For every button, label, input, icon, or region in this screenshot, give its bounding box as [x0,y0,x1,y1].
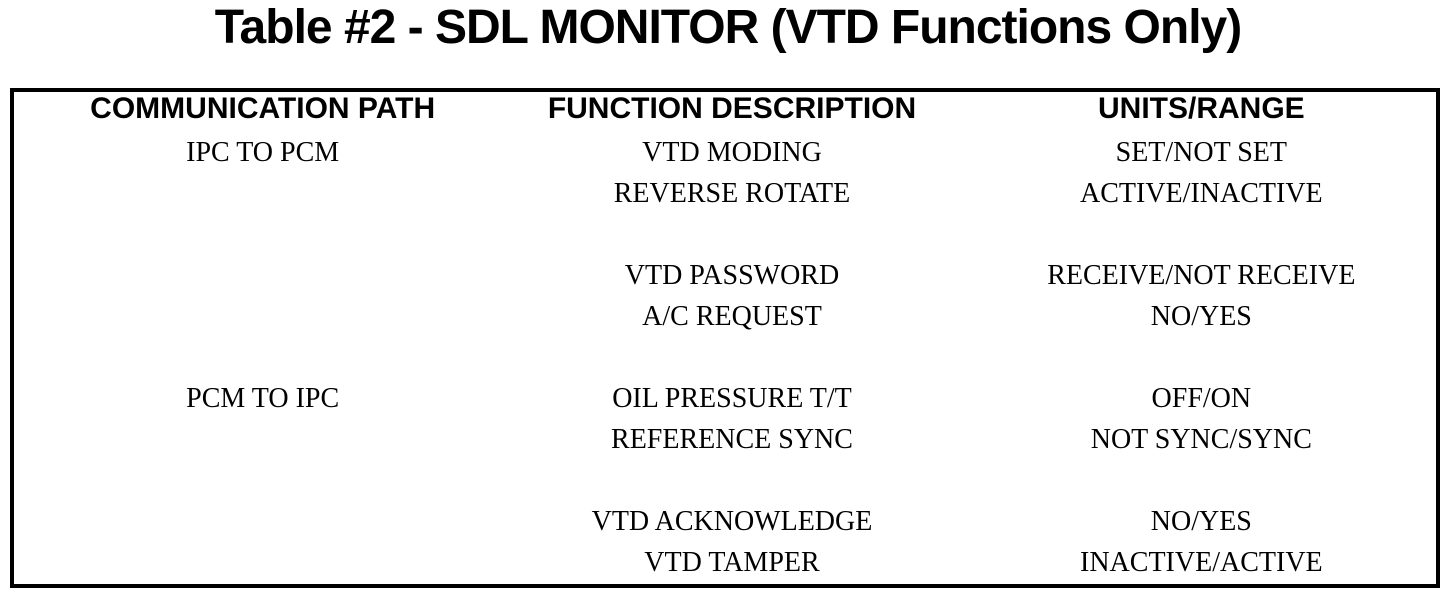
table-row: REVERSE ROTATE ACTIVE/INACTIVE [14,173,1436,214]
cell-communication-path: PCM TO IPC [186,383,340,414]
cell-units-range: OFF/ON [1151,383,1252,414]
cell-function-description: OIL PRESSURE T/T [612,383,852,414]
table-row: IPC TO PCM VTD MODING SET/NOT SET [14,132,1436,173]
table-title: Table #2 - SDL MONITOR (VTD Functions On… [214,1,1242,54]
cell-communication-path [28,542,497,583]
cell-communication-path [28,419,497,460]
cell-units-range: INACTIVE/ACTIVE [1080,547,1323,578]
table-row: A/C REQUEST NO/YES [14,296,1436,337]
cell-units-range: NOT SYNC/SYNC [1090,424,1312,455]
cell-communication-path [28,255,497,296]
cell-communication-path: IPC TO PCM [186,137,340,168]
row-group-ipc-to-pcm-1: IPC TO PCM VTD MODING SET/NOT SET REVERS… [14,132,1436,214]
table-row: REFERENCE SYNC NOT SYNC/SYNC [14,419,1436,460]
table-row: VTD PASSWORD RECEIVE/NOT RECEIVE [14,255,1436,296]
table-row: VTD TAMPER INACTIVE/ACTIVE [14,542,1436,583]
cell-units-range: NO/YES [1150,301,1252,332]
cell-function-description: REFERENCE SYNC [611,424,853,455]
cell-function-description: REVERSE ROTATE [613,178,851,209]
cell-function-description: VTD PASSWORD [624,260,840,291]
cell-function-description: VTD TAMPER [644,547,820,578]
row-group-ipc-to-pcm-2: VTD PASSWORD RECEIVE/NOT RECEIVE A/C REQ… [14,255,1436,337]
cell-function-description: VTD ACKNOWLEDGE [591,506,873,537]
table-header-row: COMMUNICATION PATH FUNCTION DESCRIPTION … [14,94,1436,124]
header-units-range: UNITS/RANGE [1097,94,1305,124]
sdl-monitor-table: COMMUNICATION PATH FUNCTION DESCRIPTION … [10,88,1440,588]
cell-communication-path [28,173,497,214]
table-row: PCM TO IPC OIL PRESSURE T/T OFF/ON [14,378,1436,419]
table-body: IPC TO PCM VTD MODING SET/NOT SET REVERS… [14,132,1436,583]
cell-units-range: NO/YES [1150,506,1252,537]
cell-communication-path [28,501,497,542]
cell-communication-path [28,296,497,337]
row-group-pcm-to-ipc-2: VTD ACKNOWLEDGE NO/YES VTD TAMPER INACTI… [14,501,1436,583]
row-group-pcm-to-ipc-1: PCM TO IPC OIL PRESSURE T/T OFF/ON REFER… [14,378,1436,460]
cell-units-range: ACTIVE/INACTIVE [1080,178,1323,209]
cell-function-description: VTD MODING [642,137,822,168]
cell-function-description: A/C REQUEST [642,301,822,332]
cell-units-range: SET/NOT SET [1115,137,1288,168]
header-function-description: FUNCTION DESCRIPTION [547,94,917,124]
header-communication-path: COMMUNICATION PATH [90,94,436,124]
cell-units-range: RECEIVE/NOT RECEIVE [1047,260,1356,291]
table-row: VTD ACKNOWLEDGE NO/YES [14,501,1436,542]
